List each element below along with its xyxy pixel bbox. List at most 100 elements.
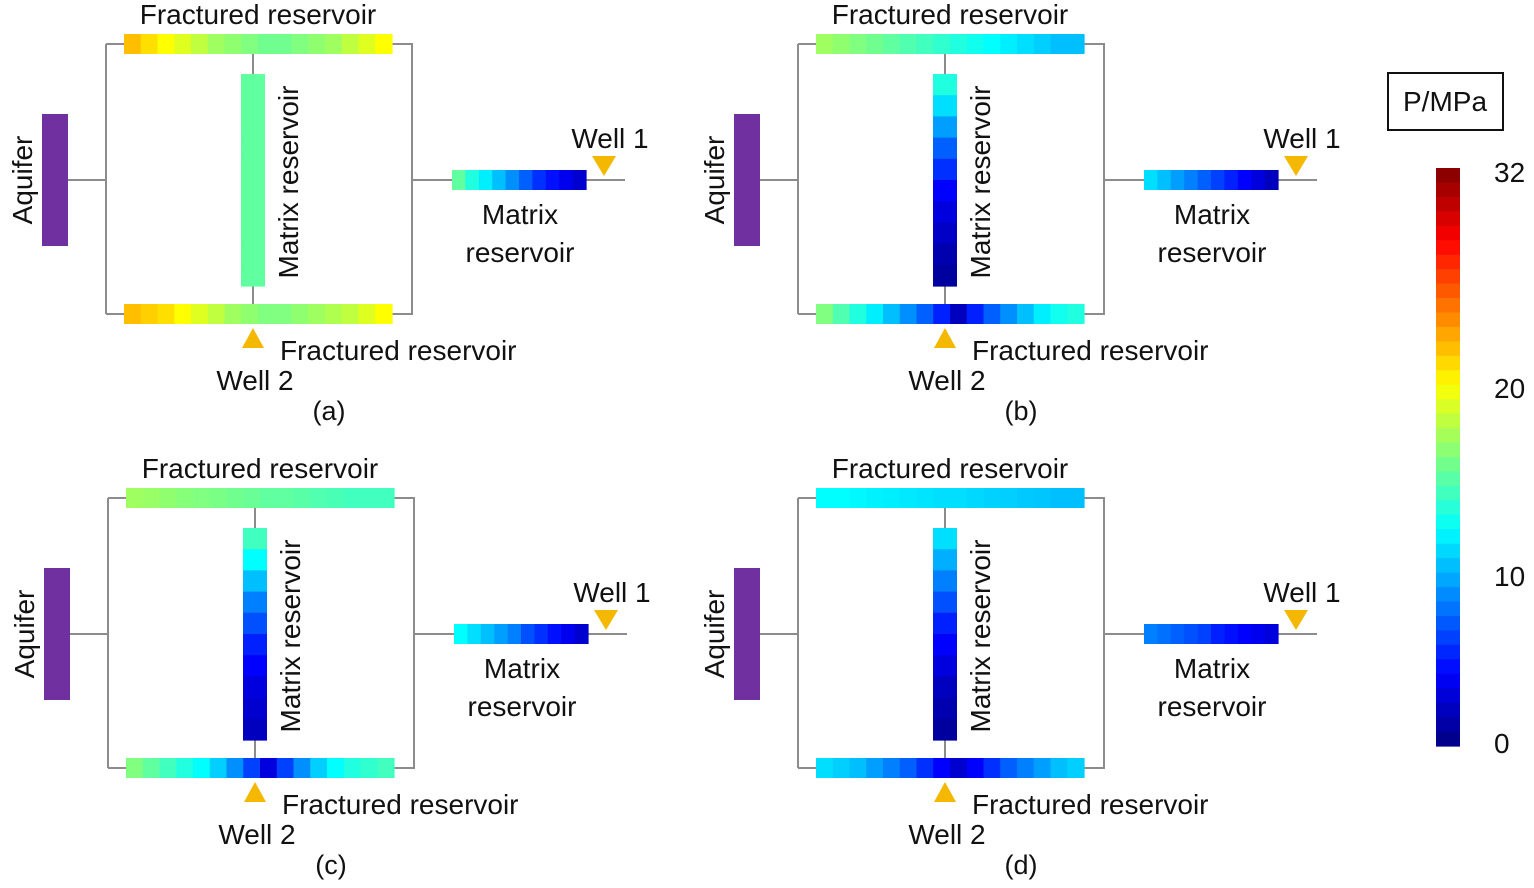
right-matrix-reservoir-cell [467,624,482,644]
well-1-label: Well 1 [573,577,650,608]
colorbar-cell [1436,702,1460,718]
bottom-fractured-reservoir-cell [866,304,884,324]
vertical-matrix-reservoir-cell [243,697,267,720]
bottom-fractured-reservoir-cell [191,304,209,324]
right-matrix-reservoir-cell [521,624,535,644]
colorbar-cell [1436,514,1460,530]
right-matrix-reservoir-cell [1211,170,1225,190]
colorbar-cell [1436,254,1460,270]
vertical-matrix-reservoir-cell [933,655,957,677]
bottom-fractured-reservoir-cell [849,758,867,778]
bottom-fractured-reservoir-cell [243,758,261,778]
right-matrix-reservoir-cell [1170,170,1185,190]
top-fractured-reservoir-cell [883,34,901,54]
bottom-fractured-reservoir-cell [343,758,362,778]
aquifer-block [44,568,70,700]
colorbar-cell [1436,168,1460,184]
vertical-matrix-reservoir-cell [241,74,265,96]
bottom-fractured-reservoir-cell [291,304,309,324]
right-matrix-reservoir-cell [478,170,493,190]
top-fractured-reservoir-cell [159,488,177,508]
top-fractured-reservoir-cell [966,34,985,54]
vertical-matrix-reservoir-cell [933,74,957,96]
vertical-matrix-label: Matrix reservoir [275,540,306,733]
top-fractured-reservoir-cell [1067,34,1085,54]
top-fractured-reservoir-cell [933,34,951,54]
bottom-fractured-label: Fractured reservoir [972,789,1209,820]
bottom-fractured-reservoir [816,304,1085,324]
right-matrix-label-line1: Matrix [482,199,558,230]
top-fractured-reservoir-cell [866,488,884,508]
right-matrix-reservoir-cell [452,170,466,190]
bottom-fractured-reservoir-cell [207,304,226,324]
bottom-fractured-reservoir-cell [1000,758,1018,778]
panel-caption: (a) [313,396,346,426]
colorbar-tick-20: 20 [1494,373,1525,404]
colorbar-cell [1436,384,1460,400]
colorbar-tick-10: 10 [1494,561,1525,592]
vertical-matrix-reservoir-cell [933,549,957,571]
right-matrix-reservoir-cell [1184,170,1199,190]
colorbar-cell [1436,225,1460,241]
right-matrix-label-line1: Matrix [484,653,560,684]
colorbar-tick-32: 32 [1494,157,1525,188]
right-matrix-reservoir-cell [534,624,549,644]
vertical-matrix-reservoir [241,74,265,287]
colorbar-cell [1436,269,1460,285]
vertical-matrix-reservoir-cell [933,612,957,635]
colorbar-cell [1436,240,1460,256]
top-fractured-reservoir-cell [866,34,884,54]
well-1-label: Well 1 [1263,123,1340,154]
well-2-label: Well 2 [908,819,985,850]
top-fractured-reservoir-cell [899,488,918,508]
top-fractured-reservoir-cell [832,488,851,508]
top-fractured-reservoir [816,34,1085,54]
colorbar-cell [1436,659,1460,675]
bottom-fractured-reservoir-cell [899,758,918,778]
right-matrix-reservoir-cell [561,624,576,644]
right-matrix-reservoir-cell [494,624,509,644]
top-fractured-reservoir-cell [916,488,934,508]
top-fractured-reservoir-cell [258,34,276,54]
right-matrix-reservoir-cell [1224,170,1239,190]
bottom-fractured-reservoir-cell [1033,758,1052,778]
vertical-matrix-reservoir-cell [933,528,957,550]
top-fractured-reservoir-cell [142,488,161,508]
bottom-fractured-reservoir-cell [883,758,901,778]
bottom-fractured-reservoir-cell [358,304,376,324]
bottom-fractured-reservoir-cell [224,304,242,324]
top-fractured-reservoir-cell [816,34,834,54]
aquifer-block [734,568,760,700]
vertical-matrix-reservoir-cell [933,116,957,139]
top-fractured-reservoir-cell [358,34,376,54]
colorbar-cell [1436,355,1460,371]
well-2-label: Well 2 [908,365,985,396]
vertical-matrix-reservoir-cell [933,264,957,287]
bottom-fractured-reservoir-cell [1050,304,1068,324]
bottom-fractured-reservoir-cell [276,758,295,778]
top-fractured-reservoir-cell [1033,488,1052,508]
well-2-marker [934,328,956,348]
bottom-fractured-reservoir-cell [899,304,918,324]
bottom-fractured-reservoir-cell [816,758,834,778]
top-fractured-reservoir-cell [983,488,1001,508]
top-fractured-reservoir-cell [966,488,985,508]
vertical-matrix-reservoir-cell [243,655,267,677]
top-fractured-reservoir-cell [308,34,326,54]
bottom-fractured-reservoir-cell [1000,304,1018,324]
top-fractured-reservoir-cell [174,34,192,54]
colorbar-cell [1436,283,1460,299]
bottom-fractured-reservoir-cell [327,758,345,778]
bottom-fractured-reservoir-cell [916,304,934,324]
vertical-matrix-reservoir-cell [933,222,957,245]
bottom-fractured-reservoir-cell [933,304,951,324]
vertical-matrix-reservoir-cell [933,570,957,593]
colorbar-title: P/MPa [1403,86,1487,117]
top-fractured-reservoir-cell [950,488,968,508]
top-fractured-reservoir-cell [207,34,226,54]
right-matrix-reservoir-cell [1264,624,1279,644]
vertical-matrix-reservoir-cell [243,718,267,741]
bottom-fractured-reservoir-cell [950,304,968,324]
